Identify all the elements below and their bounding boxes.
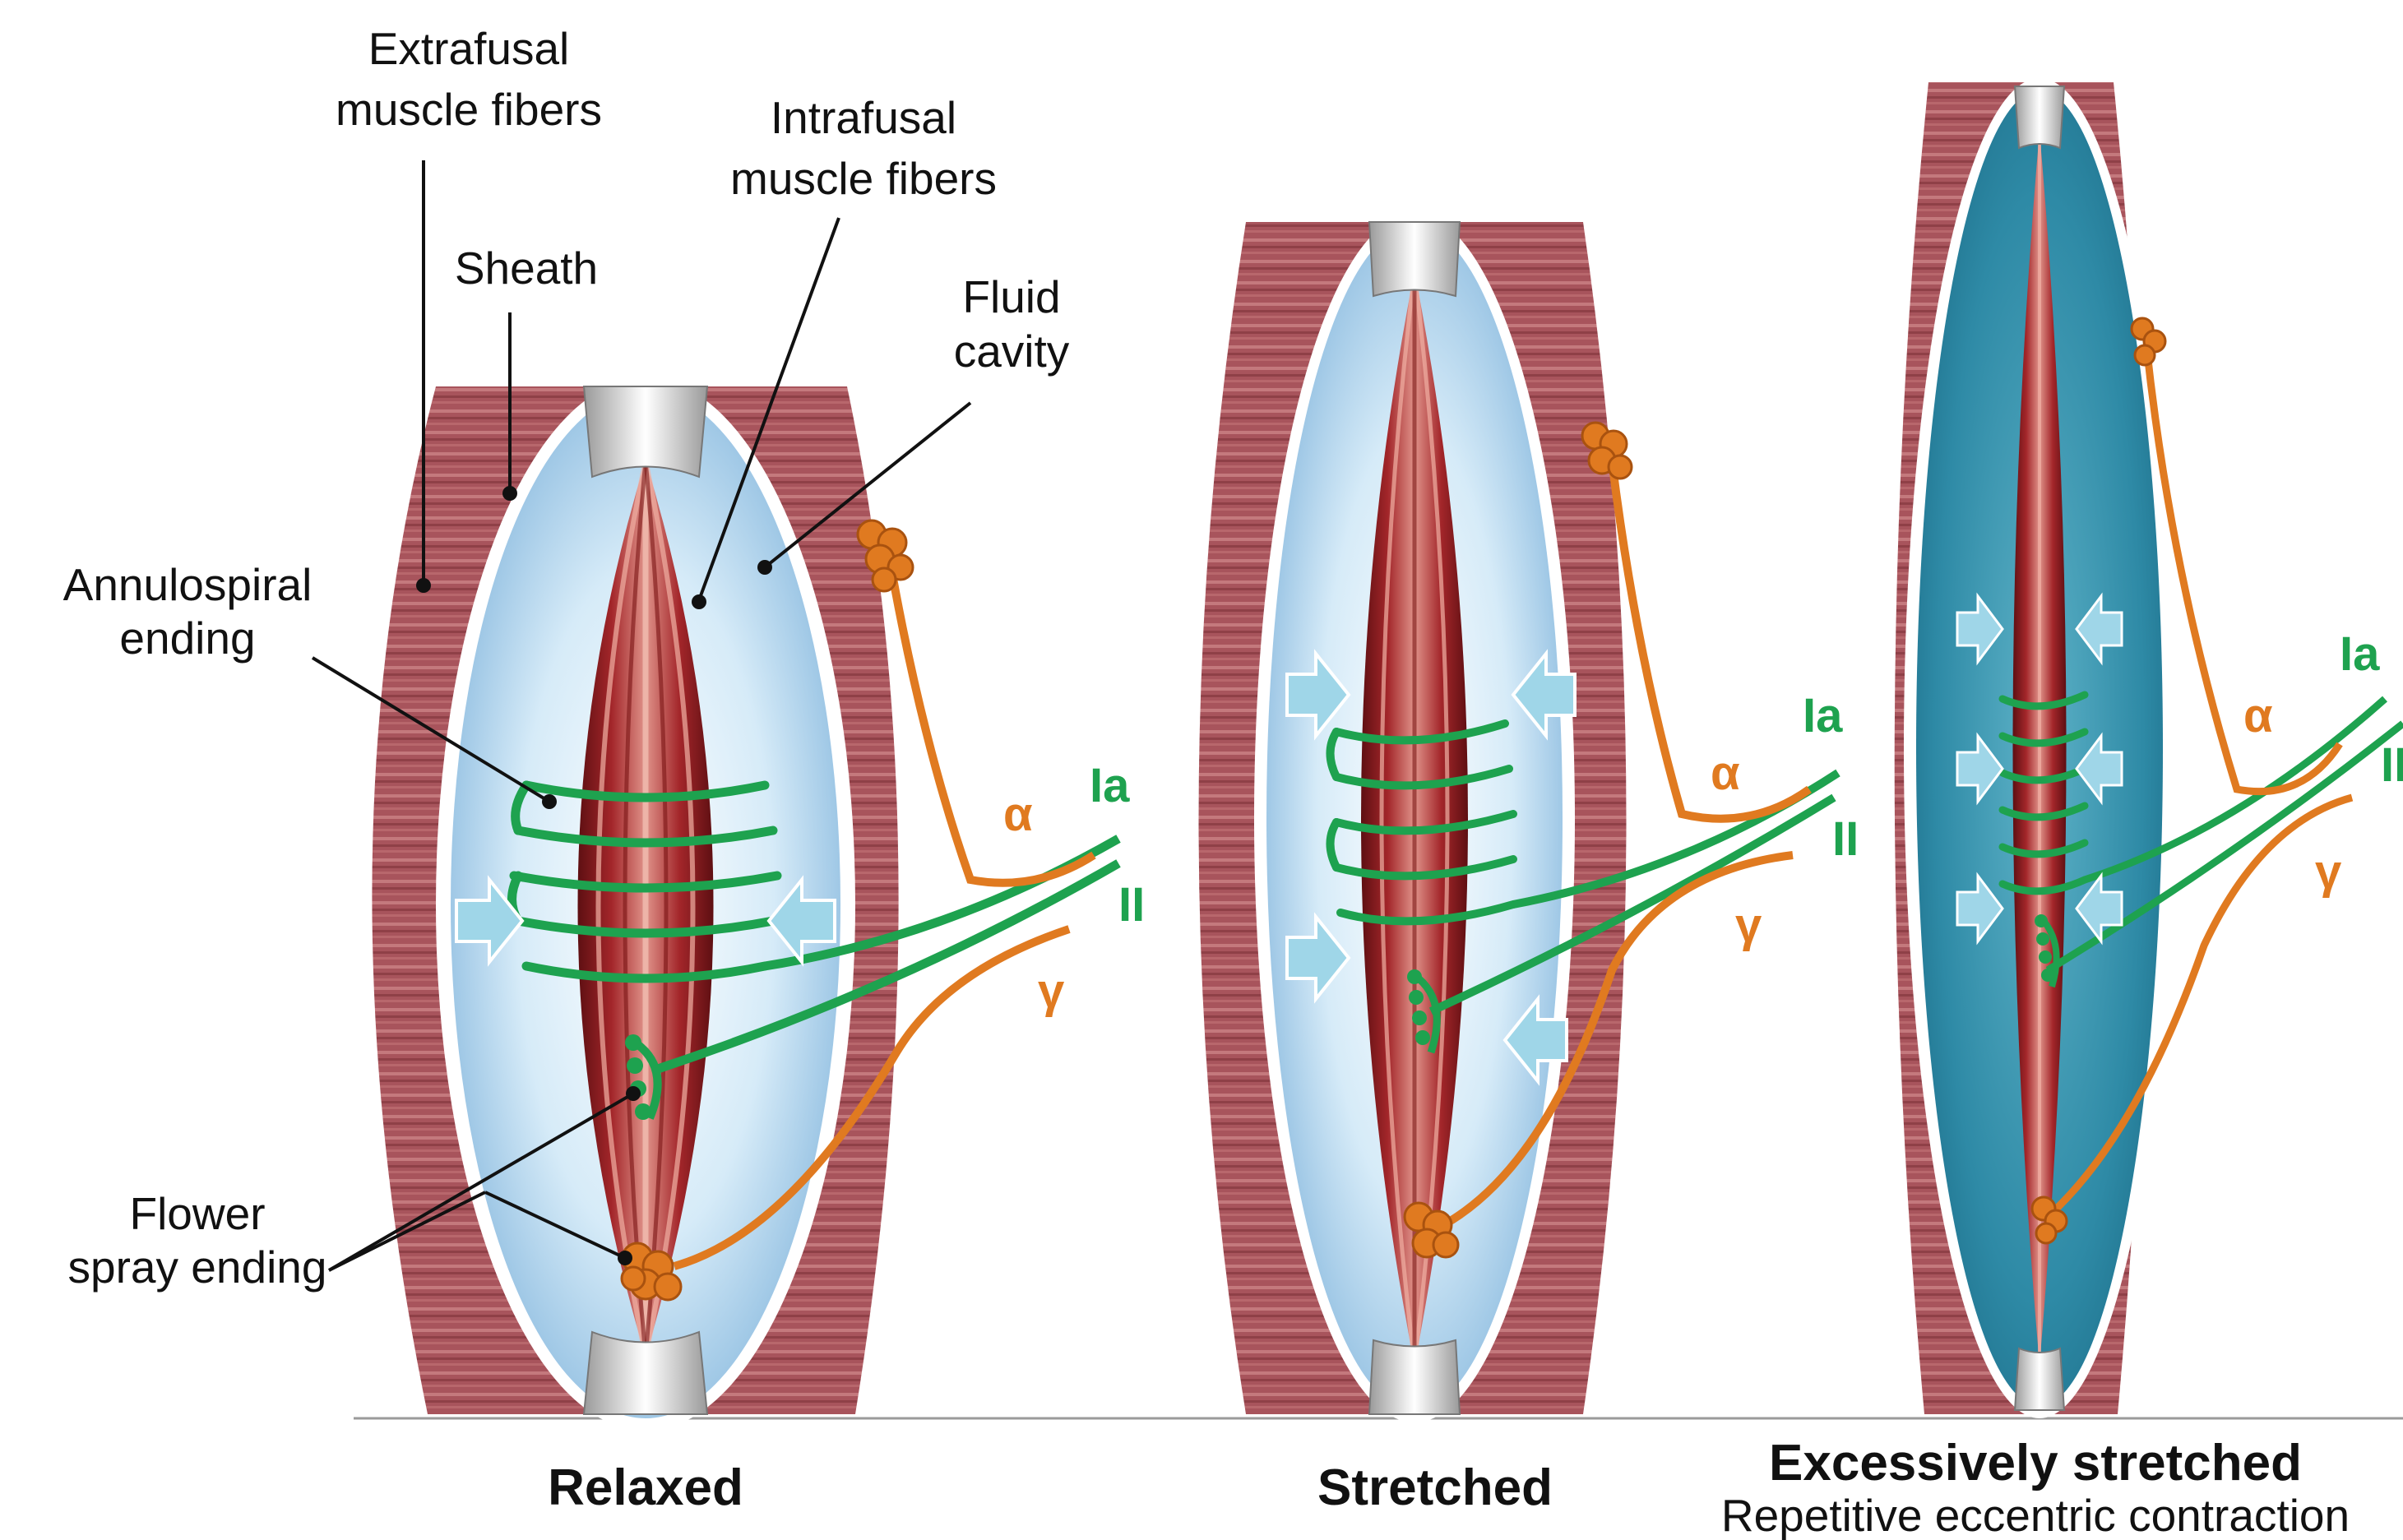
state-title-excessive: Excessively stretched <box>1769 1435 2302 1491</box>
tendon-cap-bottom <box>1369 1340 1460 1414</box>
label-extrafusal-line1: Extrafusal <box>368 23 570 74</box>
label-intrafusal-line2: muscle fibers <box>730 153 997 204</box>
nerve-gamma-excessive: γ <box>2315 845 2342 899</box>
nerve-ii-stretched: II <box>1832 812 1859 866</box>
nerve-ia-stretched: Ia <box>1803 689 1843 742</box>
nerve-gamma-relaxed: γ <box>1038 964 1065 1018</box>
label-extrafusal-line2: muscle fibers <box>336 84 602 135</box>
nerve-ia-relaxed: Ia <box>1090 759 1130 812</box>
spindle-excessively-stretched <box>1895 78 2403 1418</box>
spindle-stretched <box>1199 214 1839 1422</box>
nerve-alpha-relaxed: α <box>1003 788 1033 841</box>
label-sheath: Sheath <box>455 243 598 294</box>
nerve-ii-excessive: II <box>2381 738 2403 792</box>
label-flower-line2: spray ending <box>68 1242 327 1293</box>
nerve-gamma-stretched: γ <box>1735 899 1762 952</box>
state-title-relaxed: Relaxed <box>548 1459 743 1516</box>
state-title-stretched: Stretched <box>1317 1459 1553 1516</box>
nerve-ii-relaxed: II <box>1118 878 1145 932</box>
nerve-ia-excessive: Ia <box>2340 627 2380 681</box>
label-intrafusal-line1: Intrafusal <box>771 92 956 143</box>
label-annulospiral-line1: Annulospiral <box>63 559 313 610</box>
tendon-cap-top <box>584 386 707 477</box>
nerve-alpha-excessive: α <box>2243 689 2273 742</box>
tendon-cap-bottom <box>2015 1348 2064 1410</box>
alpha-motor-nerve <box>888 551 1094 883</box>
label-annulospiral-line2: ending <box>119 613 255 664</box>
label-fluid-line1: Fluid <box>962 271 1060 322</box>
state-subtitle-excessive: Repetitive eccentric contraction <box>1721 1490 2350 1540</box>
tendon-cap-top <box>1369 222 1460 296</box>
label-flower-line1: Flower <box>129 1188 265 1239</box>
label-fluid-line2: cavity <box>954 326 1070 377</box>
spindle-relaxed <box>372 378 1118 1431</box>
nerve-alpha-stretched: α <box>1711 747 1740 800</box>
tendon-cap-bottom <box>584 1332 707 1414</box>
tendon-cap-top <box>2015 86 2064 148</box>
